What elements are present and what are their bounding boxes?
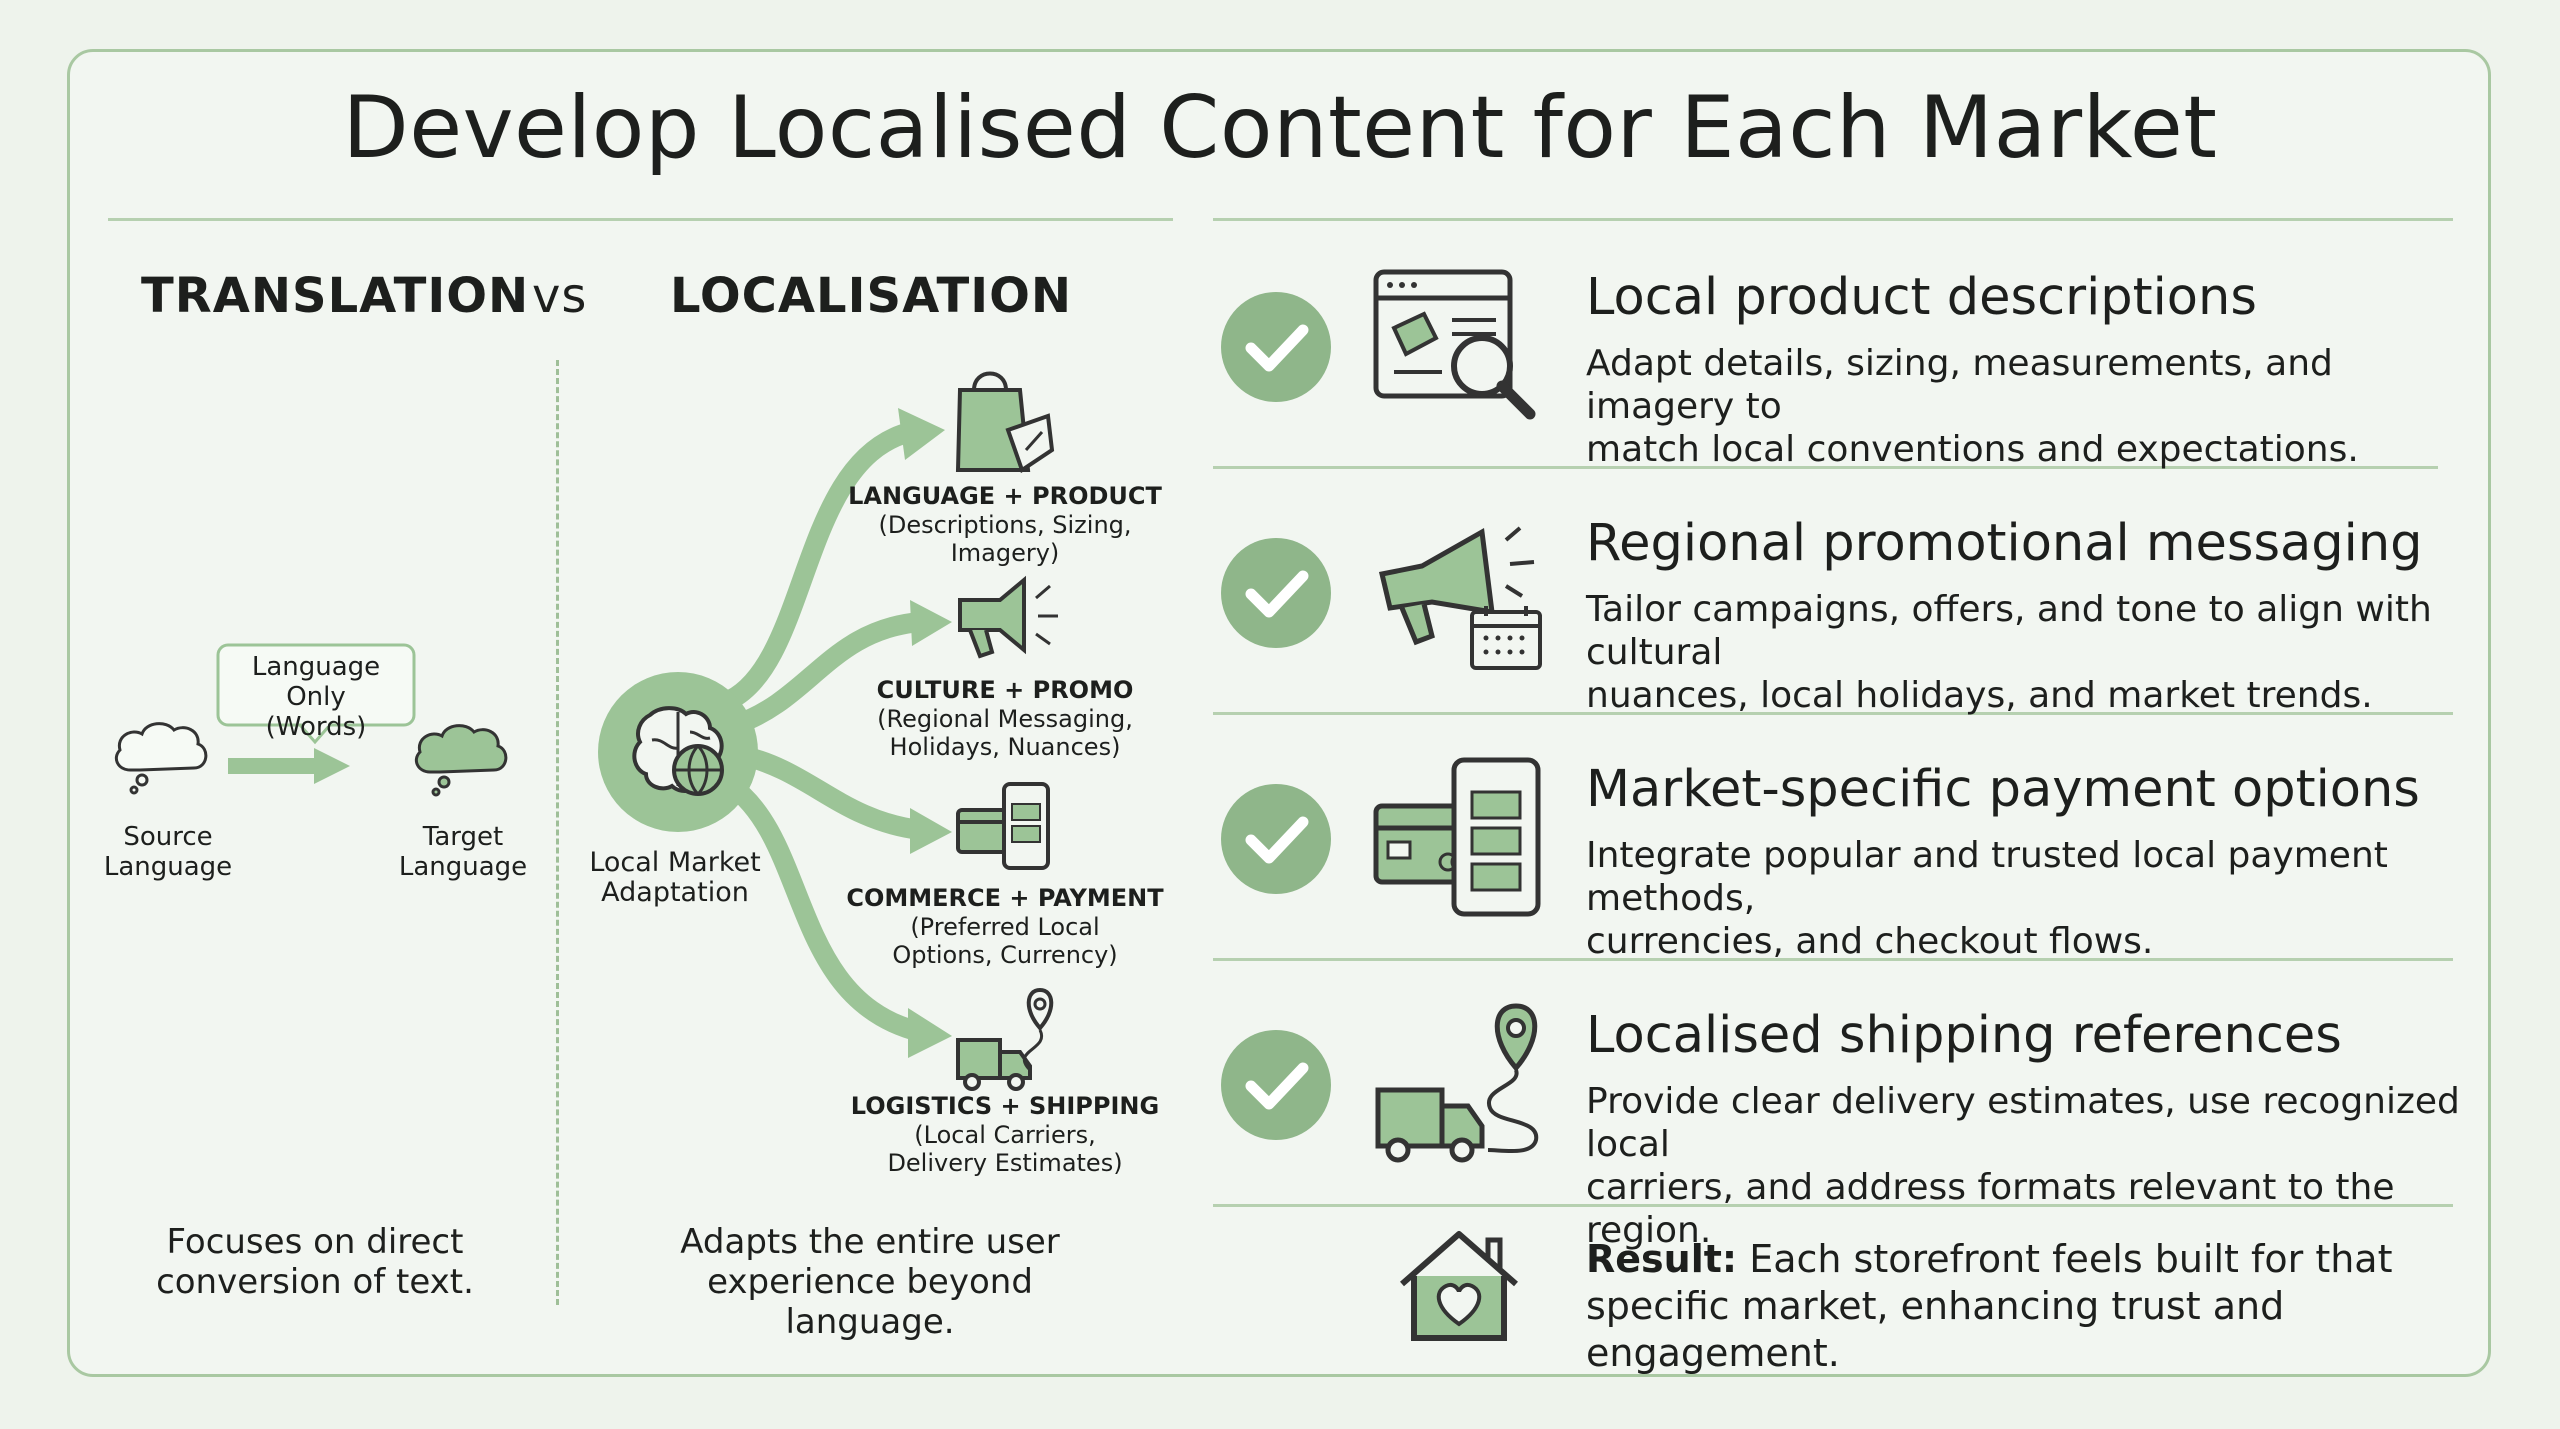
branch-title: LANGUAGE + PRODUCT: [848, 482, 1162, 510]
row-divider: [1213, 466, 2438, 469]
source-cloud-icon: [114, 722, 208, 795]
translation-diagram: [114, 643, 508, 797]
result-label: Result:: [1586, 1237, 1738, 1281]
megaphone-calendar-icon: [1378, 526, 1542, 670]
card-phone-icon: [1373, 757, 1541, 917]
hub-label-line: Local Market: [589, 847, 761, 878]
row-desc: Provide clear delivery estimates, use re…: [1586, 1080, 2486, 1252]
source-label-line: Source: [123, 822, 213, 852]
row-desc: Adapt details, sizing, measurements, and…: [1586, 342, 2486, 471]
row-divider: [1213, 958, 2453, 961]
row-desc-line: carriers, and address formats relevant t…: [1586, 1167, 2395, 1251]
bubble-line: (Words): [265, 712, 367, 742]
result-text: Each storefront feels built for that spe…: [1586, 1237, 2393, 1375]
truck-route-icon: [956, 987, 1054, 1091]
hub-label-line: Adaptation: [601, 877, 749, 908]
vs-label: vs: [532, 268, 588, 324]
translation-caption: Focuses on direct conversion of text.: [130, 1222, 500, 1302]
branch-sub: Holidays, Nuances): [889, 733, 1121, 761]
target-cloud-icon: [414, 724, 508, 797]
row-desc-line: Integrate popular and trusted local paym…: [1586, 835, 2388, 919]
row-desc-line: Tailor campaigns, offers, and tone to al…: [1586, 589, 2432, 673]
row-title: Regional promotional messaging: [1586, 514, 2423, 573]
product-search-icon: [1373, 269, 1536, 420]
branch-sub: (Regional Messaging,: [877, 705, 1133, 733]
row-title: Local product descriptions: [1586, 268, 2257, 327]
branch-sub: Delivery Estimates): [887, 1149, 1123, 1177]
translation-arrow: [228, 748, 350, 784]
caption-line: conversion of text.: [156, 1262, 474, 1302]
arrow-heads: [898, 408, 952, 1058]
home-heart-icon: [1400, 1231, 1518, 1341]
left-top-divider: [108, 218, 1173, 221]
branch-sub: Imagery): [950, 539, 1060, 567]
row-desc-line: Adapt details, sizing, measurements, and…: [1586, 343, 2333, 427]
branch-title: COMMERCE + PAYMENT: [846, 884, 1164, 912]
translation-header: TRANSLATION: [141, 268, 530, 324]
shopping-bag-icon: [955, 371, 1055, 474]
row-divider: [1213, 712, 2453, 715]
hub-label: Local Market Adaptation: [580, 848, 770, 908]
source-language-label: Source Language: [88, 822, 248, 882]
brain-globe-icon: [598, 672, 758, 832]
check-icon: [1221, 784, 1331, 894]
row-desc-line: Provide clear delivery estimates, use re…: [1586, 1081, 2460, 1165]
localisation-header: LOCALISATION: [670, 268, 1073, 324]
row-desc-line: match local conventions and expectations…: [1586, 429, 2359, 470]
row-desc: Tailor campaigns, offers, and tone to al…: [1586, 588, 2486, 717]
speech-bubble: [216, 643, 416, 745]
branch-logistics-shipping: LOGISTICS + SHIPPING (Local Carriers, De…: [840, 1092, 1170, 1177]
caption-line: Adapts the entire user: [680, 1222, 1060, 1262]
payment-icon: [956, 782, 1050, 870]
translation-localisation-separator: [556, 360, 559, 1305]
truck-pin-icon: [1375, 1003, 1539, 1163]
result-statement: Result: Each storefront feels built for …: [1586, 1236, 2486, 1377]
page-title: Develop Localised Content for Each Marke…: [342, 78, 2218, 178]
row-divider: [1213, 1204, 2453, 1207]
branch-title: LOGISTICS + SHIPPING: [850, 1092, 1160, 1120]
speech-bubble-text: Language Only (Words): [218, 652, 414, 742]
check-icon: [1221, 292, 1331, 402]
caption-line: experience beyond language.: [707, 1262, 1033, 1342]
localisation-caption: Adapts the entire user experience beyond…: [620, 1222, 1120, 1342]
branch-sub: (Descriptions, Sizing,: [878, 511, 1132, 539]
branch-language-product: LANGUAGE + PRODUCT (Descriptions, Sizing…: [840, 482, 1170, 567]
branch-sub: (Preferred Local: [910, 913, 1100, 941]
caption-line: Focuses on direct: [166, 1222, 464, 1262]
megaphone-icon: [958, 575, 1058, 659]
bubble-line: Language Only: [251, 652, 381, 712]
branch-commerce-payment: COMMERCE + PAYMENT (Preferred Local Opti…: [840, 884, 1170, 969]
row-desc: Integrate popular and trusted local paym…: [1586, 834, 2486, 963]
row-title: Market-specific payment options: [1586, 760, 2420, 819]
right-top-divider: [1213, 218, 2453, 221]
target-language-label: Target Language: [383, 822, 543, 882]
branch-culture-promo: CULTURE + PROMO (Regional Messaging, Hol…: [840, 676, 1170, 761]
branch-arrows: [720, 422, 930, 1042]
row-title: Localised shipping references: [1586, 1006, 2342, 1065]
target-label-line: Language: [398, 852, 528, 882]
branch-sub: Options, Currency): [892, 941, 1118, 969]
target-label-line: Target: [422, 822, 504, 852]
check-icon: [1221, 1030, 1331, 1140]
source-label-line: Language: [103, 852, 233, 882]
row-desc-line: currencies, and checkout flows.: [1586, 921, 2154, 962]
branch-title: CULTURE + PROMO: [876, 676, 1134, 704]
row-desc-line: nuances, local holidays, and market tren…: [1586, 675, 2373, 716]
localisation-diagram: [598, 371, 1058, 1091]
check-icon: [1221, 538, 1331, 648]
branch-sub: (Local Carriers,: [914, 1121, 1096, 1149]
